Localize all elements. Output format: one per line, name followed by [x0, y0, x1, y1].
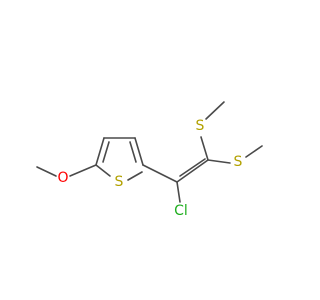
- right-sulfur-label: S: [234, 154, 243, 170]
- bond-vinyl-double: [176, 159, 209, 183]
- bond-vinyl-double-inner: [179, 158, 206, 177]
- upper-sulfur-label: S: [196, 118, 205, 134]
- bond-right-sulfur-methyl: [245, 145, 263, 158]
- bond-ring-c5-c4: [95, 137, 105, 166]
- bond-ring-c5-c4-inner: [102, 141, 110, 163]
- molecule-structure: O S Cl S S: [36, 101, 263, 219]
- bond-ring-c3-c2-inner: [129, 141, 137, 163]
- bond-ring-vinyl: [142, 164, 178, 183]
- ring-sulfur-label: S: [115, 174, 124, 190]
- bond-methyl-oxygen: [36, 166, 57, 177]
- bond-upper-sulfur-methyl: [205, 101, 225, 120]
- atom-layer: O S Cl S S: [57, 118, 242, 219]
- oxygen-label: O: [57, 170, 68, 186]
- bond-vinyl-upper-sulfur: [200, 136, 209, 161]
- bond-vinyl-chlorine: [176, 181, 181, 203]
- bond-ring-s1-c2: [127, 171, 143, 181]
- bond-layer: [36, 101, 263, 203]
- bond-oxygen-ring: [69, 164, 97, 177]
- bond-vinyl-right-sulfur: [207, 159, 231, 164]
- chlorine-label: Cl: [174, 203, 188, 219]
- bond-ring-c3-c2: [134, 137, 144, 166]
- bond-ring-c5-s1: [95, 164, 111, 177]
